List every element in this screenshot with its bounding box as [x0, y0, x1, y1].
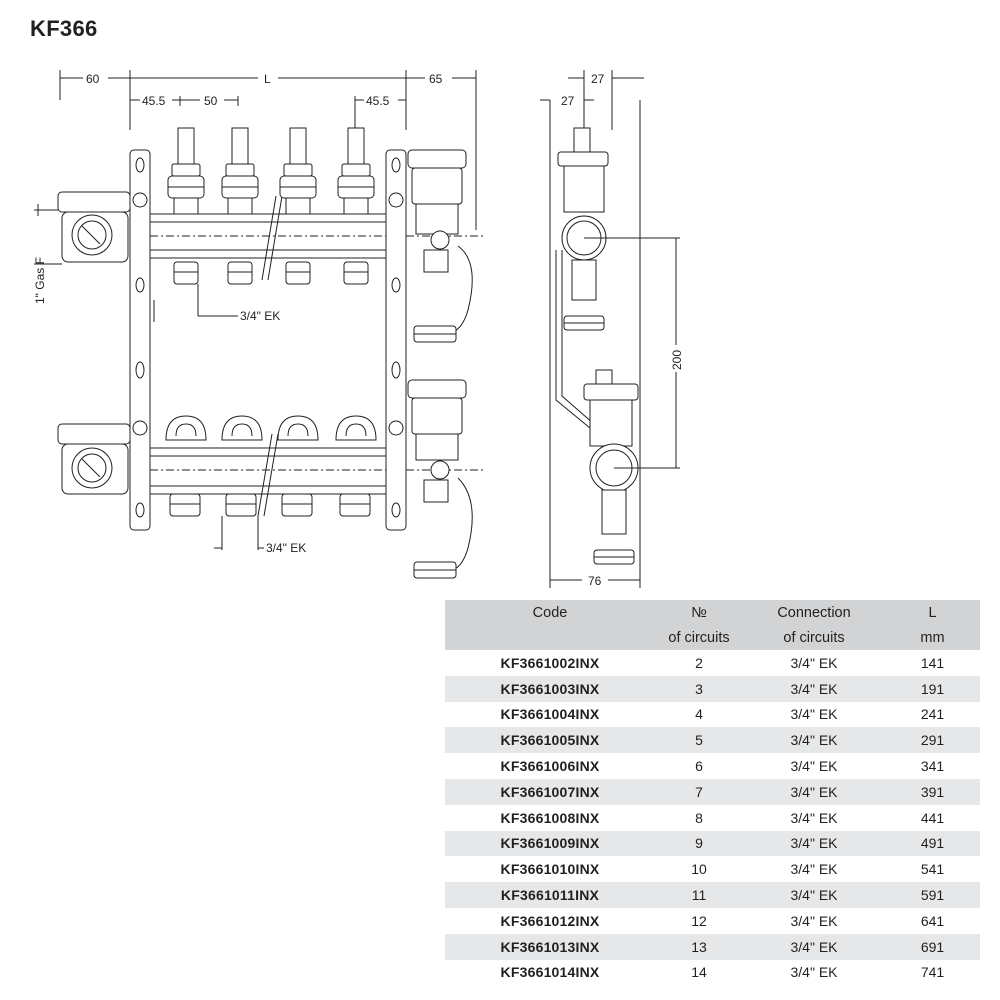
- circuits-cell: 5: [655, 727, 743, 754]
- circuits-cell: 8: [695, 809, 703, 826]
- length-cell: 241: [920, 706, 945, 723]
- connection-cell: 3/4" EK: [790, 654, 838, 671]
- length-cell: 291: [885, 727, 980, 754]
- circuits-cell: 9: [655, 830, 743, 857]
- table-row: KF3661008INX 8 3/4" EK 441: [445, 805, 980, 831]
- length-cell: 441: [920, 809, 945, 826]
- dim-right: 65: [429, 72, 443, 86]
- dim-45-right: 45.5: [366, 94, 390, 108]
- table-row: KF3661002INX 2 3/4" EK 141: [445, 650, 980, 676]
- header-number: №: [655, 600, 743, 625]
- code-cell: KF3661006INX: [500, 758, 600, 775]
- connection-cell: 3/4" EK: [743, 830, 885, 857]
- table-row: KF3661006INX 6 3/4" EK 341: [445, 753, 980, 779]
- length-cell: 641: [920, 912, 945, 929]
- header-connection: Connection: [743, 600, 885, 625]
- circuits-cell: 11: [655, 882, 743, 908]
- circuits-cell: 4: [695, 706, 703, 723]
- header-number-sub: of circuits: [655, 625, 743, 650]
- code-cell: KF3661004INX: [500, 706, 600, 723]
- header-code: Code: [445, 600, 655, 625]
- dim-45-left: 45.5: [142, 94, 166, 108]
- circuits-cell: 7: [655, 778, 743, 805]
- manifold-technical-drawing: 60 L 65 45.5 50 45.5 3/4" EK 3/4" EK 1" …: [33, 70, 684, 588]
- header-connection-sub: of circuits: [743, 625, 885, 650]
- length-cell: 591: [885, 882, 980, 908]
- header-code-sub: [445, 625, 655, 650]
- length-cell: 341: [920, 758, 945, 775]
- side-dim-200: 200: [670, 350, 684, 370]
- connection-cell: 3/4" EK: [743, 675, 885, 702]
- connection-cell: 3/4" EK: [790, 912, 838, 929]
- length-cell: 541: [920, 861, 945, 878]
- table-row: KF3661014INX 14 3/4" EK 741: [445, 960, 980, 986]
- circuits-cell: 2: [695, 654, 703, 671]
- table-header-row-2: of circuits of circuits mm: [445, 625, 980, 650]
- connection-cell: 3/4" EK: [743, 727, 885, 754]
- connection-cell: 3/4" EK: [790, 758, 838, 775]
- code-cell: KF3661002INX: [500, 654, 600, 671]
- code-cell: KF3661012INX: [500, 912, 600, 929]
- connection-cell: 3/4" EK: [743, 933, 885, 960]
- connection-cell: 3/4" EK: [790, 964, 838, 981]
- table-header-row-1: Code № Connection L: [445, 600, 980, 625]
- connection-cell: 3/4" EK: [790, 809, 838, 826]
- connection-cell: 3/4" EK: [743, 882, 885, 908]
- dim-left: 60: [86, 72, 100, 86]
- circuits-cell: 6: [695, 758, 703, 775]
- circuits-cell: 13: [655, 933, 743, 960]
- circuits-cell: 3: [655, 675, 743, 702]
- code-cell: KF3661008INX: [500, 809, 600, 826]
- page-title: KF366: [30, 16, 98, 41]
- length-cell: 691: [885, 933, 980, 960]
- length-cell: 191: [885, 675, 980, 702]
- length-cell: 491: [885, 830, 980, 857]
- gas-label: 1" Gas F: [33, 257, 47, 304]
- side-dim-76: 76: [588, 574, 602, 588]
- dim-L: L: [264, 72, 271, 86]
- product-code-table: Code № Connection L of circuits of circu…: [445, 600, 980, 985]
- header-L-sub: mm: [885, 625, 980, 650]
- code-cell: KF3661009INX: [445, 830, 655, 857]
- code-cell: KF3661013INX: [445, 933, 655, 960]
- ek-label-top: 3/4" EK: [240, 309, 280, 323]
- circuits-cell: 12: [691, 912, 707, 929]
- header-L: L: [885, 600, 980, 625]
- circuits-cell: 10: [691, 861, 707, 878]
- connection-cell: 3/4" EK: [743, 778, 885, 805]
- connection-cell: 3/4" EK: [790, 706, 838, 723]
- length-cell: 391: [885, 778, 980, 805]
- connection-cell: 3/4" EK: [790, 861, 838, 878]
- ek-label-bottom: 3/4" EK: [266, 541, 306, 555]
- code-cell: KF3661010INX: [500, 861, 600, 878]
- length-cell: 141: [920, 654, 945, 671]
- table-row: KF3661004INX 4 3/4" EK 241: [445, 702, 980, 728]
- code-cell: KF3661011INX: [445, 882, 655, 908]
- length-cell: 741: [920, 964, 945, 981]
- code-cell: KF3661003INX: [445, 675, 655, 702]
- circuits-cell: 14: [691, 964, 707, 981]
- code-cell: KF3661005INX: [445, 727, 655, 754]
- side-dim-27b: 27: [561, 94, 575, 108]
- code-cell: KF3661014INX: [500, 964, 600, 981]
- code-cell: KF3661007INX: [445, 778, 655, 805]
- table-row: KF3661012INX 12 3/4" EK 641: [445, 908, 980, 934]
- table-row: KF3661010INX 10 3/4" EK 541: [445, 856, 980, 882]
- dim-50: 50: [204, 94, 218, 108]
- side-dim-27a: 27: [591, 72, 605, 86]
